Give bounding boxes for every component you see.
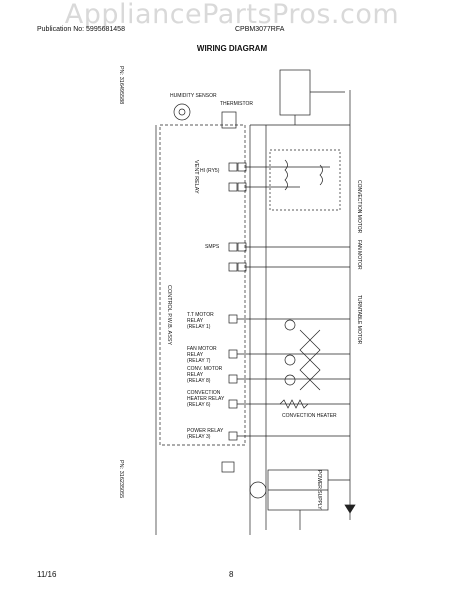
svg-text:FAN MOTOR: FAN MOTOR [187, 346, 217, 352]
svg-text:T.T MOTOR: T.T MOTOR [187, 312, 214, 318]
hi-relay-label: HI (RY5) [200, 168, 220, 174]
watermark: AppliancePartsPros.com [64, 0, 400, 30]
publication-number: Publication No: 5995681458 [37, 26, 125, 33]
svg-text:(RELAY 3): (RELAY 3) [187, 434, 211, 440]
svg-text:HEATER RELAY: HEATER RELAY [187, 396, 225, 402]
left-part-number: PN: 316495588 [118, 66, 124, 104]
bottom-sensor-symbol [249, 481, 267, 499]
left-part-labels: PN: 316495588 PN: 316235055 [118, 66, 124, 498]
tt-motor-symbol [284, 319, 296, 331]
fan-motor-label: FAN MOTOR [356, 240, 362, 270]
svg-text:CONV. MOTOR: CONV. MOTOR [187, 366, 223, 372]
thermistor-label: THERMISTOR [220, 101, 253, 107]
relay-rows [228, 162, 350, 441]
bottom-fuse-symbol [221, 461, 235, 473]
convection-heater-label: CONVECTION HEATER [282, 413, 337, 419]
fan-motor-symbol [284, 354, 296, 366]
control-board-label: CONTROL P.W.B. ASSY [166, 285, 172, 346]
top-component-box [279, 69, 311, 116]
svg-text:(RELAY 8): (RELAY 8) [187, 378, 211, 384]
conv-heater-relay-label: CONVECTION HEATER RELAY (RELAY 6) [187, 390, 225, 408]
model-number: CPBM3077RFA [235, 26, 285, 33]
conv-motor-symbol [284, 374, 296, 386]
vent-motor-box [269, 149, 341, 211]
fan-motor-relay-label: FAN MOTOR RELAY (RELAY 7) [187, 346, 217, 364]
power-relay-label: POWER RELAY (RELAY 3) [187, 428, 224, 440]
thermistor-symbol [221, 111, 237, 129]
tt-motor-relay-label: T.T MOTOR RELAY (RELAY 1) [187, 312, 214, 330]
conv-motor-relay-label: CONV. MOTOR RELAY (RELAY 8) [187, 366, 223, 384]
diode-symbol [344, 504, 356, 514]
svg-text:(RELAY 6): (RELAY 6) [187, 402, 211, 408]
page-title: WIRING DIAGRAM [196, 44, 268, 53]
svg-text:(RELAY 7): (RELAY 7) [187, 358, 211, 364]
svg-text:POWER RELAY: POWER RELAY [187, 428, 224, 434]
turntable-motor-label: TURNTABLE MOTOR [356, 295, 362, 345]
svg-text:(RELAY 1): (RELAY 1) [187, 324, 211, 330]
vent-relay-label: VENT RELAY [193, 160, 199, 194]
footer-page-number: 8 [229, 570, 234, 579]
svg-text:RELAY: RELAY [187, 352, 204, 358]
svg-text:RELAY: RELAY [187, 318, 204, 324]
svg-text:RELAY: RELAY [187, 372, 204, 378]
humidity-sensor-symbol [173, 103, 191, 121]
humidity-sensor-label: HUMIDITY SENSOR [170, 93, 217, 99]
vent-coil [284, 159, 288, 191]
convection-motor-label: CONVECTION MOTOR [356, 180, 362, 234]
footer-date: 11/16 [37, 570, 57, 579]
power-supply-label: POWER SUPPLY [316, 470, 322, 510]
smps-label: SMPS [205, 244, 220, 250]
svg-text:CONVECTION: CONVECTION [187, 390, 221, 396]
left-part-number-2: PN: 316235055 [118, 460, 124, 498]
convection-heater-symbol [279, 399, 309, 409]
control-board-outline [159, 124, 246, 446]
